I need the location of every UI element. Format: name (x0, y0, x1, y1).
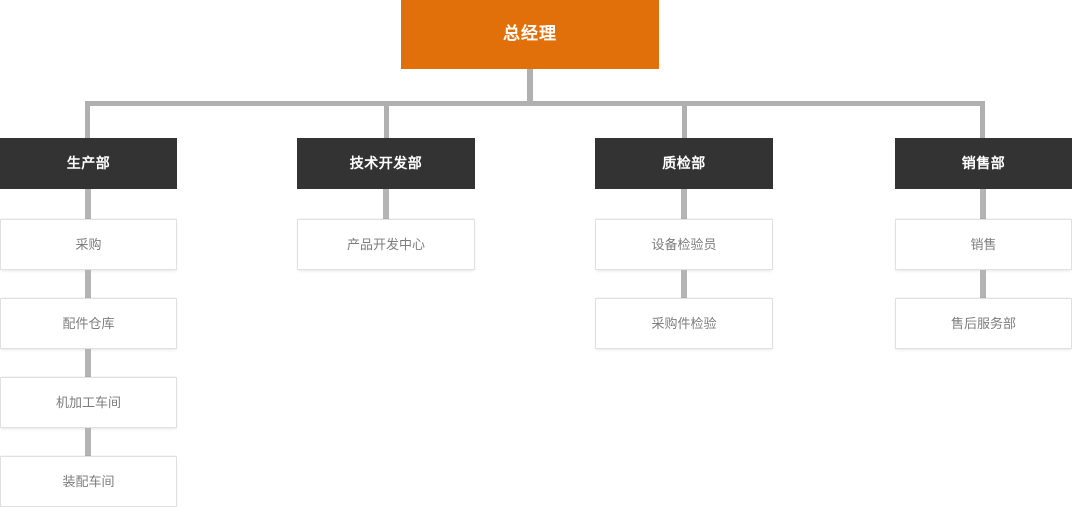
connector-drop-branch-4 (980, 101, 985, 139)
stem-branch-1-unit-4 (85, 428, 91, 456)
unit-node-1-1-label: 采购 (75, 236, 102, 252)
department-node-2-label: 技术开发部 (349, 155, 423, 172)
connector-drop-branch-3 (682, 101, 687, 139)
unit-node-1-2[interactable]: 配件仓库 (0, 298, 177, 349)
unit-node-4-2-label: 售后服务部 (950, 315, 1016, 331)
unit-node-4-1[interactable]: 销售 (895, 219, 1072, 270)
stem-branch-4-unit-1 (980, 189, 986, 219)
unit-node-1-1[interactable]: 采购 (0, 219, 177, 270)
stem-branch-2-unit-1 (383, 189, 389, 219)
root-node-general-manager[interactable]: 总经理 (401, 0, 659, 69)
unit-node-3-1-label: 设备检验员 (651, 236, 717, 252)
stem-branch-1-unit-1 (85, 189, 91, 219)
unit-node-1-3[interactable]: 机加工车间 (0, 377, 177, 428)
unit-node-1-2-label: 配件仓库 (62, 315, 115, 331)
connector-horizontal-bus (85, 101, 985, 106)
stem-branch-3-unit-2 (681, 270, 687, 298)
unit-node-1-4-label: 装配车间 (62, 473, 115, 489)
unit-node-3-1[interactable]: 设备检验员 (595, 219, 773, 270)
department-node-3-label: 质检部 (662, 155, 706, 172)
unit-node-2-1-label: 产品开发中心 (346, 236, 425, 252)
unit-node-4-1-label: 销售 (970, 236, 997, 252)
stem-branch-1-unit-3 (85, 349, 91, 377)
department-node-3[interactable]: 质检部 (595, 138, 773, 189)
unit-node-2-1[interactable]: 产品开发中心 (297, 219, 475, 270)
connector-drop-branch-2 (384, 101, 389, 139)
connector-root-drop (527, 69, 533, 102)
department-node-2[interactable]: 技术开发部 (297, 138, 475, 189)
connector-drop-branch-1 (85, 101, 90, 139)
unit-node-3-2[interactable]: 采购件检验 (595, 298, 773, 349)
department-node-1[interactable]: 生产部 (0, 138, 177, 189)
root-node-label: 总经理 (503, 24, 557, 44)
unit-node-3-2-label: 采购件检验 (651, 315, 717, 331)
department-node-4[interactable]: 销售部 (895, 138, 1072, 189)
unit-node-4-2[interactable]: 售后服务部 (895, 298, 1072, 349)
stem-branch-4-unit-2 (980, 270, 986, 298)
department-node-4-label: 销售部 (961, 155, 1006, 172)
unit-node-1-4[interactable]: 装配车间 (0, 456, 177, 507)
stem-branch-1-unit-2 (85, 270, 91, 298)
unit-node-1-3-label: 机加工车间 (55, 394, 121, 410)
stem-branch-3-unit-1 (681, 189, 687, 219)
department-node-1-label: 生产部 (66, 155, 111, 172)
